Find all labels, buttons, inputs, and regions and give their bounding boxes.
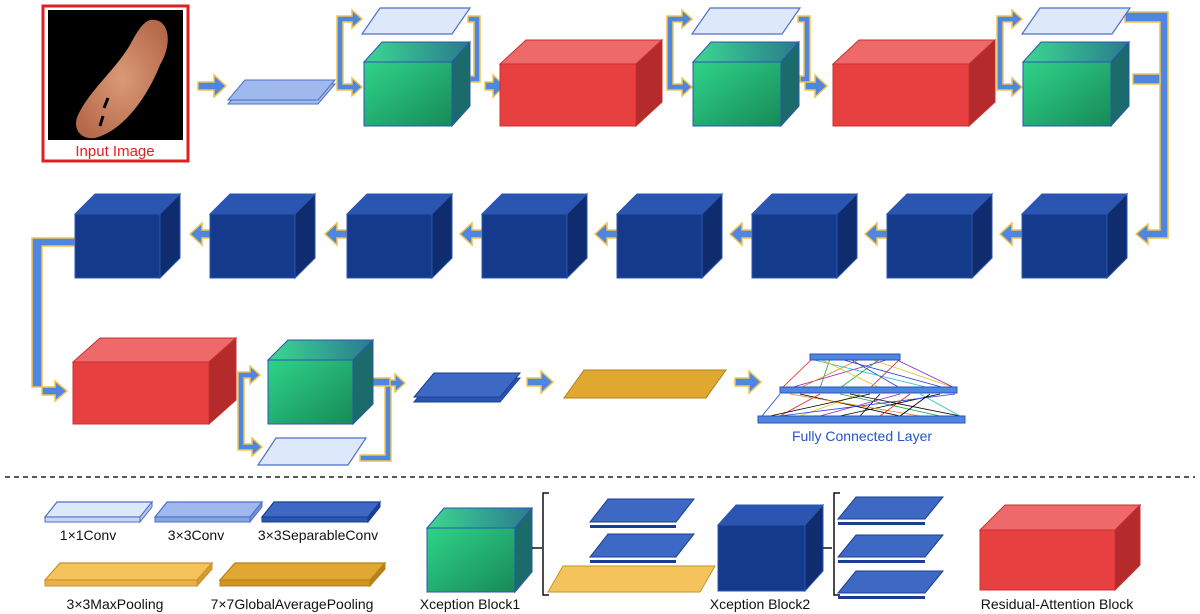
conv1x1-layer: [690, 7, 802, 35]
xception-block2: [885, 192, 994, 280]
xception-block2: [73, 192, 182, 280]
residual-attention-block: [831, 38, 997, 128]
conv3x3-layer: [226, 79, 337, 105]
legend-conv3x3: 3×3Conv: [153, 500, 264, 543]
flow-arrows: [31, 8, 1169, 462]
legend-conv1x1-label: 1×1Conv: [60, 527, 116, 543]
legend-gap: 7×7GlobalAveragePooling: [211, 561, 387, 612]
arrow-left: [458, 221, 483, 247]
branch-arrow: [237, 364, 264, 458]
arrow-right: [804, 73, 829, 99]
legend-sepconv: 3×3SeparableConv: [258, 500, 382, 543]
legend-conv3x3-label: 3×3Conv: [168, 527, 224, 543]
residual-attention-block: [71, 336, 238, 426]
branch-arrow: [336, 8, 364, 98]
xception-block2: [208, 192, 317, 280]
legend-conv1x1: 1×1Conv: [43, 500, 154, 543]
gap-layer: [563, 369, 727, 399]
input-image-label: Input Image: [75, 143, 154, 160]
branch-arrow: [666, 8, 694, 98]
conv1x1-layer: [360, 7, 472, 35]
arrow-left: [728, 221, 753, 247]
xception-block2: [750, 192, 859, 280]
xception-block2: [615, 192, 724, 280]
branch-arrow: [996, 8, 1024, 98]
xception-block2: [345, 192, 454, 280]
residual-attention-block: [498, 38, 664, 128]
legend-xception2: Xception Block2: [710, 492, 945, 612]
legend: 1×1Conv 3×3Conv 3×3SeparableConv 3×3MaxP…: [43, 492, 1142, 612]
xception-block2-row: [73, 192, 1129, 280]
xception-block2: [480, 192, 589, 280]
fully-connected-layer: Fully Connected Layer: [757, 353, 966, 444]
arrow-right: [484, 73, 507, 99]
legend-maxpool: 3×3MaxPooling: [43, 561, 214, 612]
legend-xception1-label: Xception Block1: [420, 596, 521, 612]
connector-arrow: [31, 237, 76, 403]
arrow-left: [593, 221, 618, 247]
legend-sepconv-label: 3×3SeparableConv: [258, 527, 378, 543]
fc-connections: [761, 358, 961, 417]
conv1x1-layer: [256, 437, 368, 466]
branch-arrow: [371, 377, 391, 387]
xception-block1: [1021, 40, 1131, 128]
xception-block1: [266, 338, 375, 426]
legend-xception2-label: Xception Block2: [710, 596, 811, 612]
legend-gap-label: 7×7GlobalAveragePooling: [211, 596, 374, 612]
connector-arrow: [1124, 11, 1169, 246]
sepconv-layer: [412, 372, 522, 403]
fc-label: Fully Connected Layer: [792, 428, 932, 444]
legend-maxpool-label: 3×3MaxPooling: [67, 596, 164, 612]
legend-xception1: Xception Block1: [420, 492, 716, 612]
legend-residual-label: Residual-Attention Block: [981, 596, 1135, 612]
arrow-right: [197, 73, 228, 99]
input-image: Input Image: [41, 4, 190, 163]
branch-arrow: [359, 372, 407, 462]
arrow-left: [998, 221, 1023, 247]
xception-block1: [362, 40, 472, 128]
xception-block2: [1020, 192, 1129, 280]
arrow-right: [734, 369, 763, 395]
arrow-left: [188, 221, 213, 247]
branch-arrow: [797, 15, 811, 83]
arrow-left: [323, 221, 348, 247]
arrow-left: [863, 221, 888, 247]
legend-residual: Residual-Attention Block: [978, 503, 1142, 612]
connector-arrow: [1132, 73, 1161, 85]
conv1x1-layer: [1020, 7, 1132, 35]
arrow-right: [526, 369, 555, 395]
xception-block1: [691, 40, 801, 128]
